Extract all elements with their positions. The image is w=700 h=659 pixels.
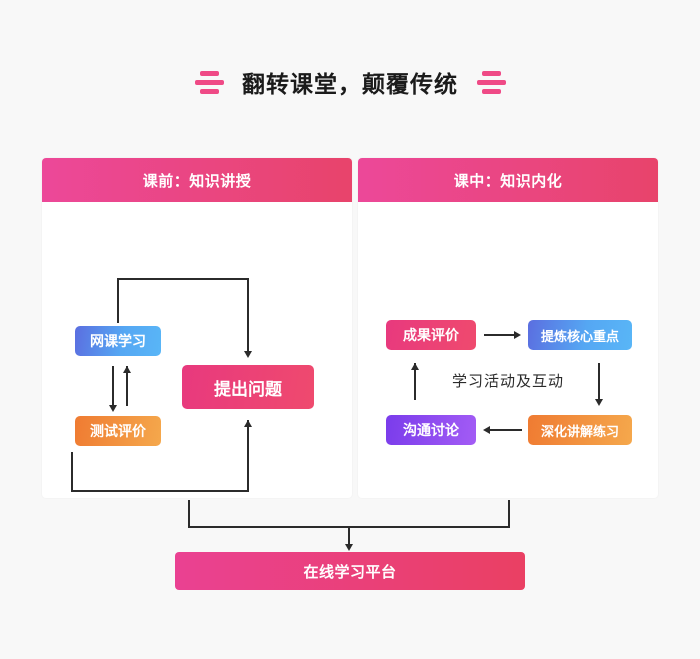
connector-up-stem [126, 366, 128, 406]
triple-bar-decoration-icon-left [194, 68, 224, 96]
node-test-eval-label: 测试评价 [90, 423, 146, 439]
node-online-course[interactable]: 网课学习 [65, 317, 171, 365]
card-body-in-class: 学习活动及互动 成果评价 提炼核心重点 沟通讨论 深化讲解练习 [358, 202, 658, 498]
arrowhead-up-to-result-eval [410, 363, 419, 370]
deco-bar-bottom [199, 88, 219, 94]
node-extract-key[interactable]: 提炼核心重点 [518, 311, 642, 359]
deco-bar-middle [194, 79, 224, 85]
deco-bar-top [199, 70, 219, 76]
page-title: 翻转课堂，颠覆传统 [242, 71, 458, 97]
node-communicate-label: 沟通讨论 [403, 422, 459, 438]
page-title-row: 翻转课堂，颠覆传统 [0, 58, 700, 106]
card-in-class: 课中：知识内化 学习活动及互动 成果评价 提炼核心重点 沟通讨论 深化讲解练习 [358, 158, 658, 498]
card-body-pre-class: 网课学习 测试评价 提出问题 [42, 202, 352, 498]
node-communicate[interactable]: 沟通讨论 [376, 406, 486, 454]
deco-bar-bottom [481, 88, 501, 94]
deco-bar-top [481, 70, 501, 76]
connector-top-row-line [484, 334, 516, 336]
node-result-eval-label: 成果评价 [403, 327, 459, 343]
arrowhead-down-to-test-eval [108, 405, 117, 412]
connector-top-horizontal [117, 278, 249, 280]
arrowhead-left-to-communicate [483, 425, 490, 434]
join-bracket-center-stem [348, 526, 350, 546]
card-header-pre-class: 课前：知识讲授 [42, 158, 352, 202]
join-bracket-left-stem [188, 500, 190, 528]
arrowhead-right-to-extract-key [514, 330, 521, 339]
node-raise-question-label: 提出问题 [214, 379, 282, 399]
node-result-eval[interactable]: 成果评价 [376, 311, 486, 359]
connector-middle-left-stem [414, 363, 416, 400]
triple-bar-decoration-icon-right [476, 68, 506, 96]
connector-top-left-stem [117, 278, 119, 323]
node-test-eval[interactable]: 测试评价 [65, 407, 171, 455]
card-pre-class: 课前：知识讲授 网课学习 测试评价 提出问题 [42, 158, 352, 498]
deco-bar-middle [476, 79, 506, 85]
bottom-bar-online-platform[interactable]: 在线学习平台 [175, 552, 525, 590]
node-online-course-label: 网课学习 [90, 333, 146, 349]
connector-bottom-right-stem [247, 420, 249, 492]
connector-top-right-stem [247, 278, 249, 352]
connector-bottom-left-stem [71, 452, 73, 492]
connector-bottom-row-line [490, 429, 522, 431]
node-raise-question[interactable]: 提出问题 [172, 356, 324, 418]
connector-bottom-horizontal [71, 490, 249, 492]
bottom-bar-label: 在线学习平台 [303, 563, 397, 581]
arrowhead-down-to-platform [344, 544, 353, 551]
arrowhead-up-to-raise-question [243, 420, 252, 427]
arrowhead-down-to-raise-question [243, 351, 252, 358]
join-bracket-right-stem [508, 500, 510, 528]
connector-down-stem [112, 366, 114, 406]
arrowhead-down-to-deepen-practice [594, 399, 603, 406]
node-deepen-practice-label: 深化讲解练习 [540, 423, 619, 439]
node-extract-key-label: 提炼核心重点 [540, 328, 619, 344]
card-header-in-class: 课中：知识内化 [358, 158, 658, 202]
middle-label-learning-activity: 学习活动及互动 [451, 373, 564, 390]
node-deepen-practice[interactable]: 深化讲解练习 [518, 406, 642, 454]
arrowhead-up-to-online-course [122, 366, 131, 373]
connector-middle-right-stem [598, 363, 600, 400]
